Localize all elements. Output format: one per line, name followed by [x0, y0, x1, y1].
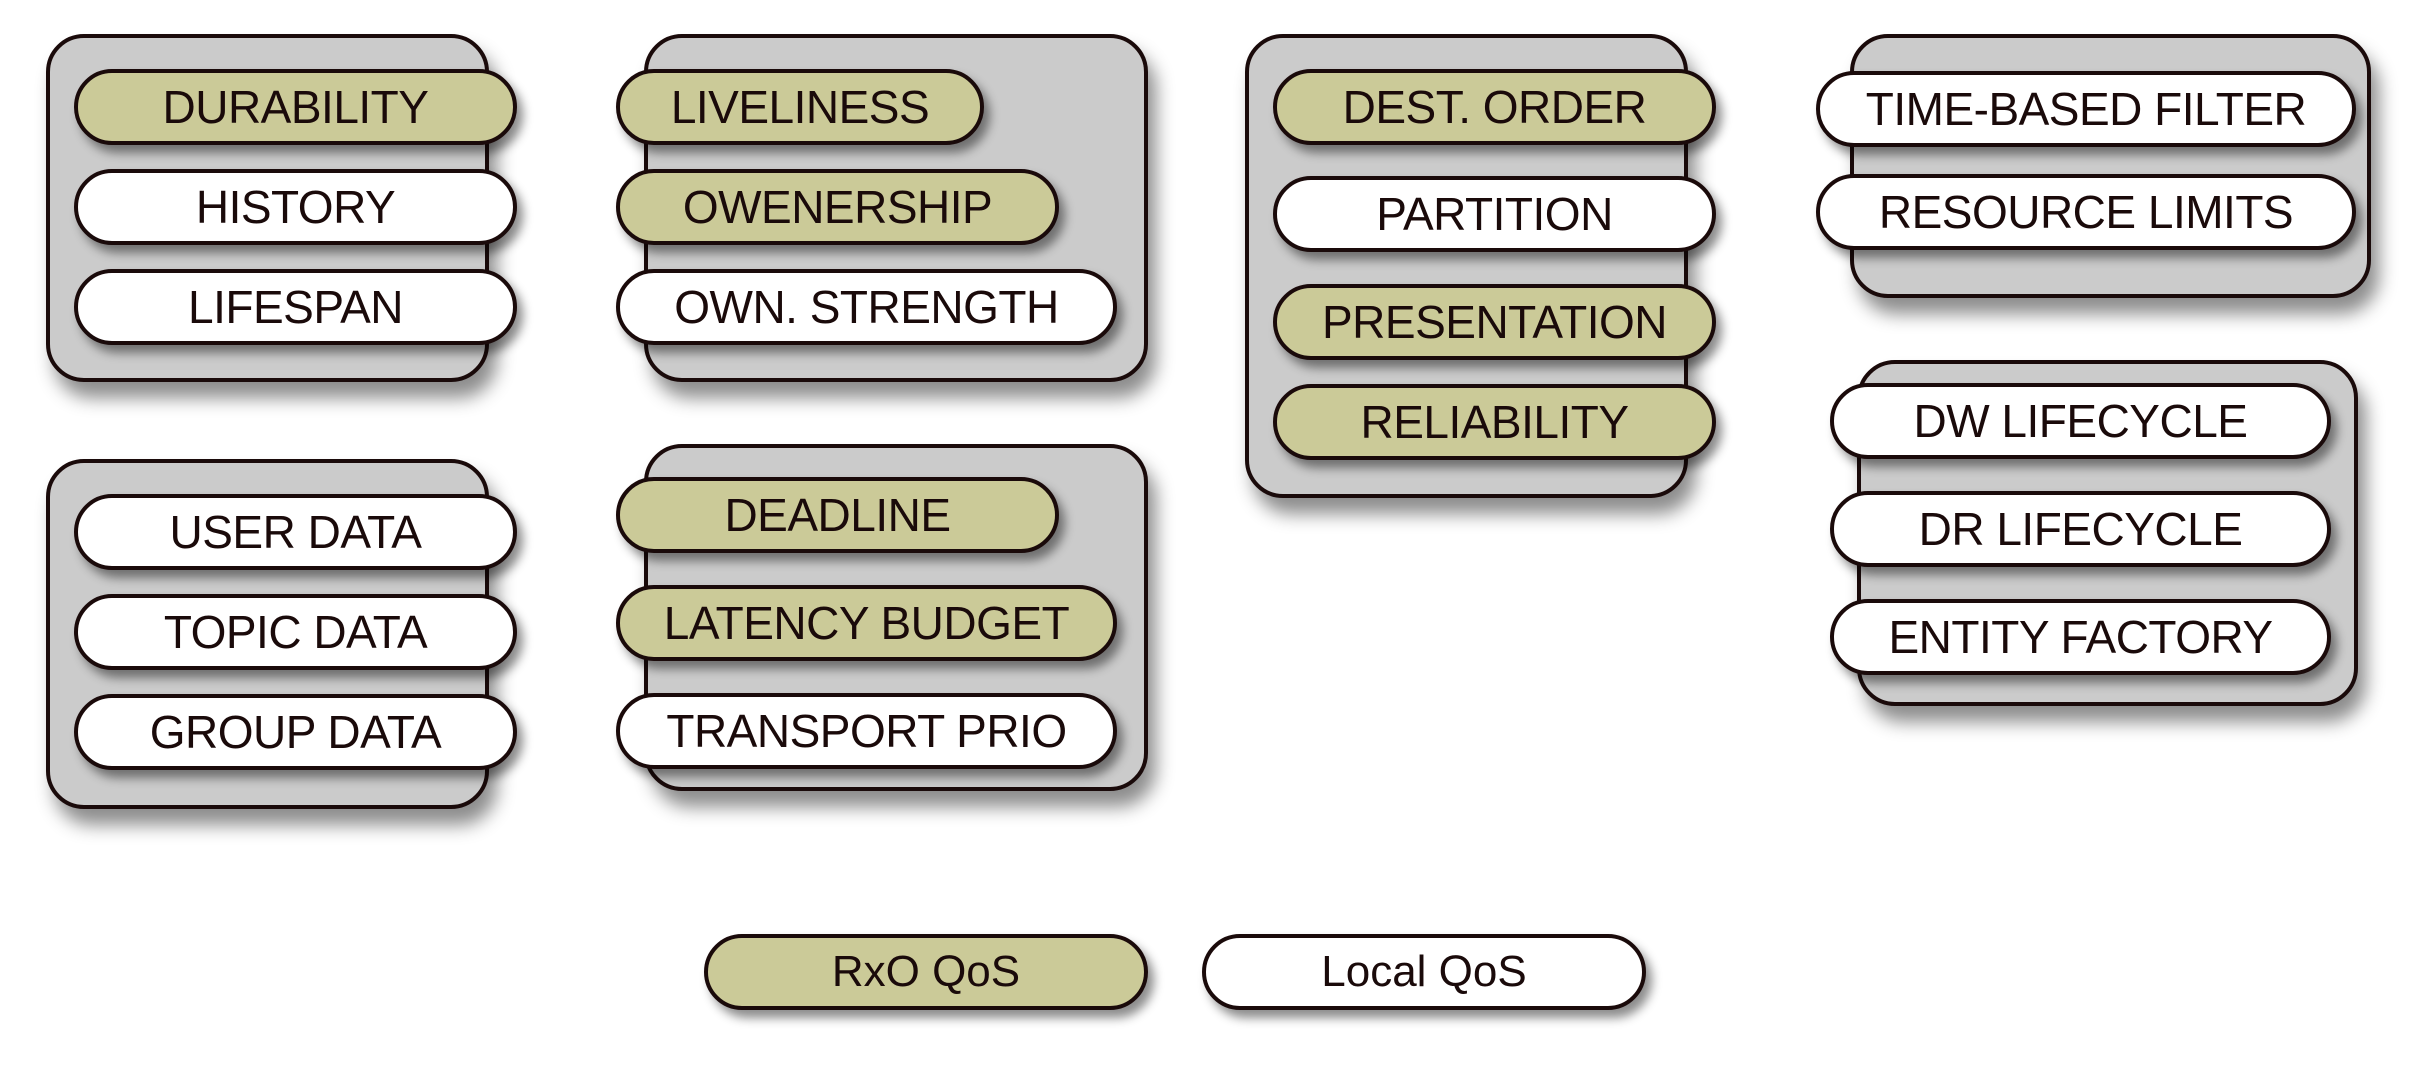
qos-pill-liveliness: LIVELINESS — [616, 69, 984, 145]
qos-pill-topic-data: TOPIC DATA — [74, 594, 517, 670]
qos-pill-lifespan: LIFESPAN — [74, 269, 517, 345]
qos-pill-transport-prio: TRANSPORT PRIO — [616, 693, 1117, 769]
qos-pill-resource-limits: RESOURCE LIMITS — [1816, 174, 2356, 250]
qos-pill-latency-budget: LATENCY BUDGET — [616, 585, 1117, 661]
qos-pill-presentation: PRESENTATION — [1273, 284, 1716, 360]
qos-pill-deadline: DEADLINE — [616, 477, 1059, 553]
qos-pill-history: HISTORY — [74, 169, 517, 245]
qos-pill-entity-factory: ENTITY FACTORY — [1830, 599, 2331, 675]
qos-pill-dest-order: DEST. ORDER — [1273, 69, 1716, 145]
qos-pill-user-data: USER DATA — [74, 494, 517, 570]
qos-pill-durability: DURABILITY — [74, 69, 517, 145]
legend-local-qos: Local QoS — [1202, 934, 1646, 1010]
qos-pill-time-based-filter: TIME-BASED FILTER — [1816, 71, 2356, 147]
qos-pill-ownership: OWENERSHIP — [616, 169, 1059, 245]
qos-pill-dw-lifecycle: DW LIFECYCLE — [1830, 383, 2331, 459]
legend-rxo-qos: RxO QoS — [704, 934, 1148, 1010]
qos-pill-group-data: GROUP DATA — [74, 694, 517, 770]
qos-pill-partition: PARTITION — [1273, 176, 1716, 252]
qos-pill-reliability: RELIABILITY — [1273, 384, 1716, 460]
qos-pill-dr-lifecycle: DR LIFECYCLE — [1830, 491, 2331, 567]
qos-pill-own-strength: OWN. STRENGTH — [616, 269, 1117, 345]
